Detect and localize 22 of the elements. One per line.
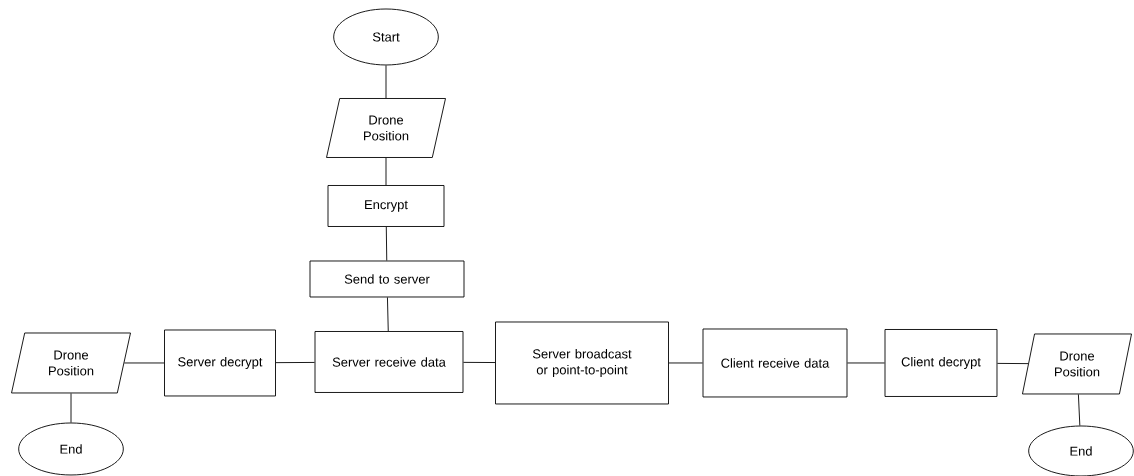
process-box: Encrypt — [327, 185, 445, 227]
connector-line — [385, 65, 387, 99]
connector-line — [387, 297, 389, 332]
data-parallelogram: Drone Position — [326, 98, 446, 158]
connector-line — [70, 393, 72, 423]
process-box: Client receive data — [702, 328, 848, 398]
connector-line — [275, 362, 315, 364]
connector-line — [123, 362, 165, 364]
process-box: Server receive data — [314, 331, 464, 393]
connector-line — [463, 361, 496, 363]
process-box: Server broadcast or point-to-point — [495, 321, 669, 405]
process-box: Client decrypt — [884, 329, 998, 397]
data-parallelogram: Drone Position — [1022, 333, 1132, 395]
connector-line — [385, 226, 388, 261]
connector-line — [847, 362, 885, 364]
connector-line — [385, 157, 387, 186]
process-box: Server decrypt — [164, 329, 276, 397]
connector-line — [1077, 394, 1081, 426]
connector-line — [997, 362, 1029, 365]
data-parallelogram: Drone Position — [11, 332, 131, 394]
connector-line — [668, 362, 703, 364]
process-box: Send to server — [309, 260, 465, 298]
